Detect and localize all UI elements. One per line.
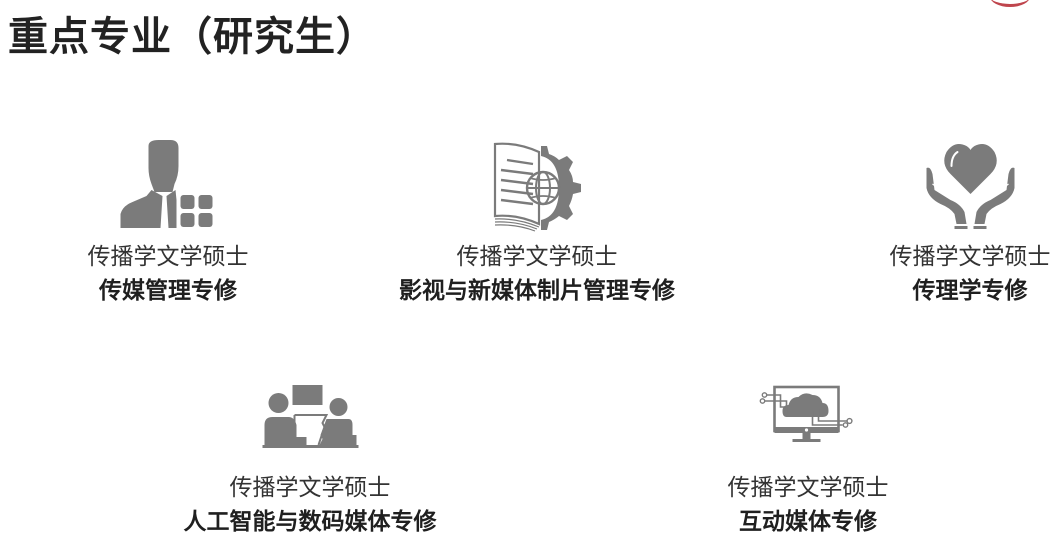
hands-heart-icon xyxy=(926,144,1014,229)
program-degree: 传播学文学硕士 xyxy=(456,244,618,270)
program-degree: 传播学文学硕士 xyxy=(229,475,391,501)
program-major: 传媒管理专修 xyxy=(99,278,237,304)
book-globe-gear-icon xyxy=(493,142,581,232)
program-card-interactive-media: 传播学文学硕士 互动媒体专修 xyxy=(728,383,889,537)
program-major: 影视与新媒体制片管理专修 xyxy=(399,278,675,304)
program-degree: 传播学文学硕士 xyxy=(727,475,889,501)
monitor-cloud-circuit-icon xyxy=(759,385,853,442)
program-major: 人工智能与数码媒体专修 xyxy=(183,509,437,535)
program-major: 互动媒体专修 xyxy=(739,509,877,535)
people-meeting-screen-icon xyxy=(262,385,358,448)
page-title: 重点专业（研究生） xyxy=(8,14,377,60)
program-degree: 传播学文学硕士 xyxy=(889,244,1051,270)
program-card-film-new-media-production: 传播学文学硕士 影视与新媒体制片管理专修 xyxy=(399,140,675,306)
program-major: 传理学专修 xyxy=(912,278,1028,304)
program-degree: 传播学文学硕士 xyxy=(87,244,249,270)
program-card-media-management: 传播学文学硕士 传媒管理专修 xyxy=(88,140,249,306)
program-card-ai-digital-media: 传播学文学硕士 人工智能与数码媒体专修 xyxy=(184,383,437,537)
businessman-grid-icon xyxy=(120,140,212,228)
logo-fragment xyxy=(990,0,1030,7)
program-card-communication-psychology: 传播学文学硕士 传理学专修 xyxy=(890,140,1051,306)
